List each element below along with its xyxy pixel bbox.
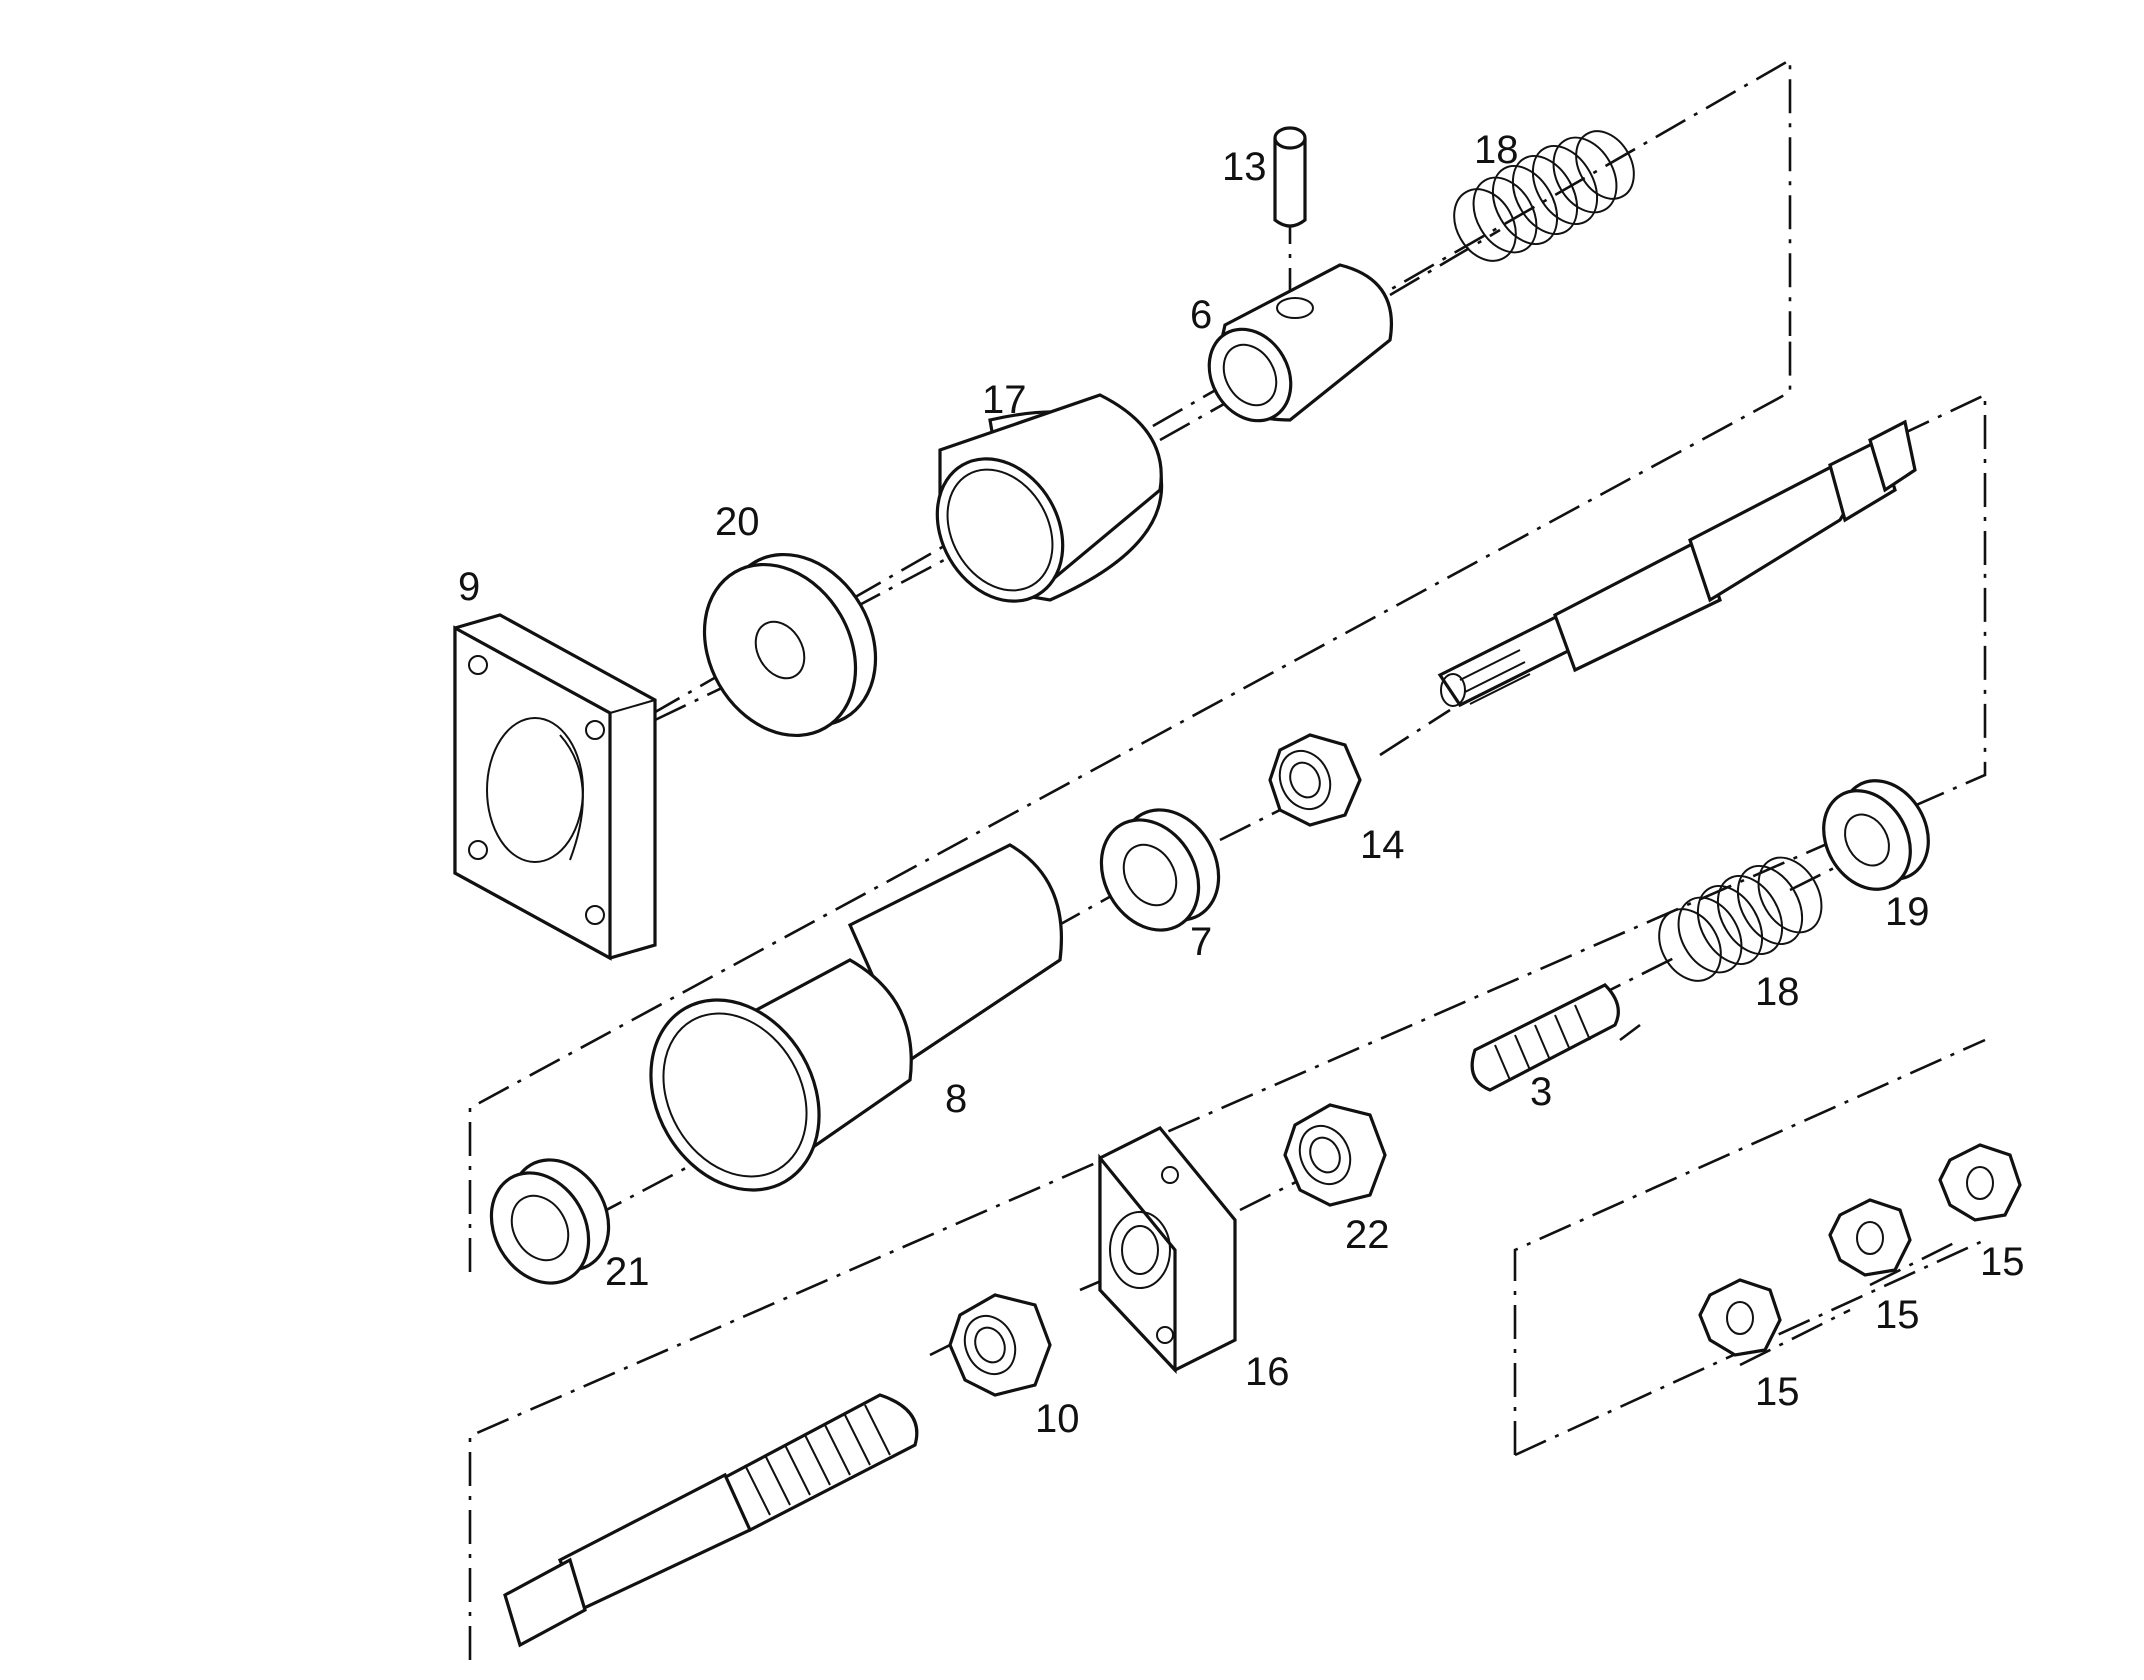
- label-10: 10: [1035, 1397, 1080, 1441]
- label-19: 19: [1885, 890, 1930, 934]
- part-18-spring-lower: [1658, 856, 1823, 982]
- label-15-c: 15: [1980, 1240, 2025, 1284]
- label-14: 14: [1360, 823, 1405, 867]
- label-16: 16: [1245, 1350, 1290, 1394]
- part-15-hex-nut-b: [1828, 1198, 1912, 1277]
- group-outline-upper: [468, 336, 1792, 1272]
- part-6-collar: [1207, 263, 1393, 423]
- label-15-a: 15: [1755, 1370, 1800, 1414]
- label-18-upper: 18: [1474, 128, 1519, 172]
- part-18-spring-upper: [1453, 130, 1635, 262]
- label-15-b: 15: [1875, 1293, 1920, 1337]
- part-9-flange: [453, 613, 657, 961]
- part-15-hex-nut-c: [1938, 1143, 2022, 1222]
- label-6: 6: [1190, 293, 1212, 337]
- part-17-sleeve: [935, 393, 1164, 603]
- part-21-bushing: [489, 1158, 611, 1285]
- label-22: 22: [1345, 1213, 1390, 1257]
- part-16-plate: [1098, 1125, 1237, 1375]
- label-7: 7: [1190, 920, 1212, 964]
- group-outline-middle: [468, 392, 1987, 1660]
- label-13: 13: [1222, 145, 1267, 189]
- part-22-hex-nut: [1283, 1103, 1387, 1207]
- label-21: 21: [605, 1250, 650, 1294]
- label-18-lower: 18: [1755, 970, 1800, 1014]
- part-10-hex-nut: [948, 1293, 1052, 1397]
- label-8: 8: [945, 1077, 967, 1121]
- group-outline-nuts: [1513, 1038, 1986, 1457]
- part-3-threaded-stud: [1470, 983, 1620, 1092]
- label-20: 20: [715, 500, 760, 544]
- part-20-washer: [702, 552, 878, 738]
- part-7-bushing: [1099, 808, 1221, 932]
- part-8-housing: [649, 843, 1063, 1192]
- part-19-bushing: [1822, 779, 1930, 891]
- part-13-pin: [1273, 126, 1307, 228]
- part-shaft-lower: [503, 1393, 919, 1648]
- part-shaft-upper: [1437, 419, 1917, 708]
- part-labels: 13 18 6 17 20 9 14 7 8 21 19 18 3 22 16 …: [458, 128, 2025, 1441]
- part-14-hex-nut: [1268, 733, 1362, 827]
- label-17: 17: [982, 378, 1027, 422]
- label-9: 9: [458, 565, 480, 609]
- part-15-hex-nut-a: [1698, 1278, 1782, 1357]
- label-3: 3: [1530, 1070, 1552, 1114]
